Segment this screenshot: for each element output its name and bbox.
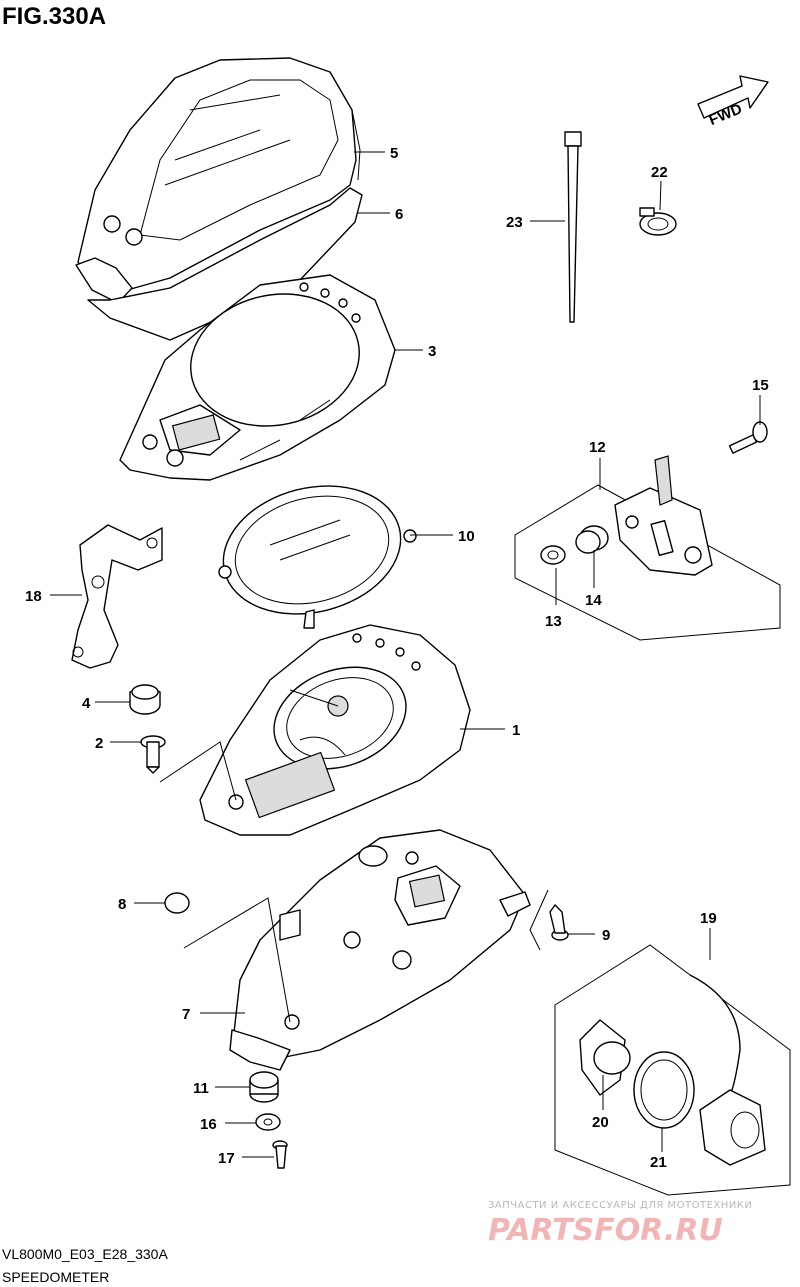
callout-20: 20 [592,1114,609,1131]
fwd-arrow-icon: FWD [697,75,769,129]
part-22-clamp [639,207,677,236]
part-16-washer [255,1113,281,1131]
callout-2: 2 [95,735,103,752]
part-18-meter-bracket [71,524,163,669]
part-10-meter-glass [218,485,417,629]
part-12-speed-sensor-group [514,455,781,641]
callout-leaders [50,151,761,1158]
part-17-screw [272,1140,288,1169]
callout-1: 1 [512,722,520,739]
callout-10: 10 [458,528,475,545]
part-6-cover-gasket [87,187,363,341]
model-code: VL800M0_E03_E28_330A [2,1246,168,1262]
part-2-collar-bolt [140,735,166,774]
part-8-rubber-cap [164,892,190,914]
installation-line-2 [159,741,237,801]
callout-3: 3 [428,343,436,360]
part-3-meter-bezel [119,274,396,481]
callout-13: 13 [545,613,562,630]
callout-11: 11 [193,1080,209,1097]
callout-12: 12 [589,439,606,456]
watermark-brand: PARTSFOR.RU [488,1213,723,1248]
callout-14: 14 [585,592,602,609]
callout-9: 9 [602,927,610,944]
part-15-bolt [728,421,768,454]
callout-17: 17 [218,1150,235,1167]
part-19-sensor-harness-group [554,944,791,1196]
installation-line-8 [183,897,291,1023]
callout-16: 16 [200,1116,217,1133]
callout-4: 4 [82,695,91,712]
callout-18: 18 [25,588,42,605]
part-7-meter-case [229,829,531,1071]
installation-line-9 [529,889,549,951]
part-9-screw [549,904,569,941]
callout-5: 5 [390,145,398,162]
callout-15: 15 [752,377,769,394]
callout-21: 21 [650,1154,667,1171]
callout-6: 6 [395,206,403,223]
part-4-grommet [129,684,161,715]
part-23-cable-tie [564,131,582,323]
part-5-meter-cover [75,57,361,304]
watermark-tagline: ЗАПЧАСТИ И АКСЕССУАРЫ ДЛЯ МОТОТЕХНИКИ [488,1200,752,1211]
part-13-grommet [540,545,566,565]
figure-name: SPEEDOMETER [2,1269,109,1285]
figure-title: FIG.330A [2,3,106,30]
callout-8: 8 [118,896,126,913]
part-14-bush [575,525,609,554]
part-11-cushion [249,1071,279,1103]
part-1-speedometer-assembly [199,624,471,836]
callout-7: 7 [182,1006,190,1023]
callout-22: 22 [651,164,668,181]
callout-23: 23 [506,214,523,231]
callout-19: 19 [700,910,717,927]
